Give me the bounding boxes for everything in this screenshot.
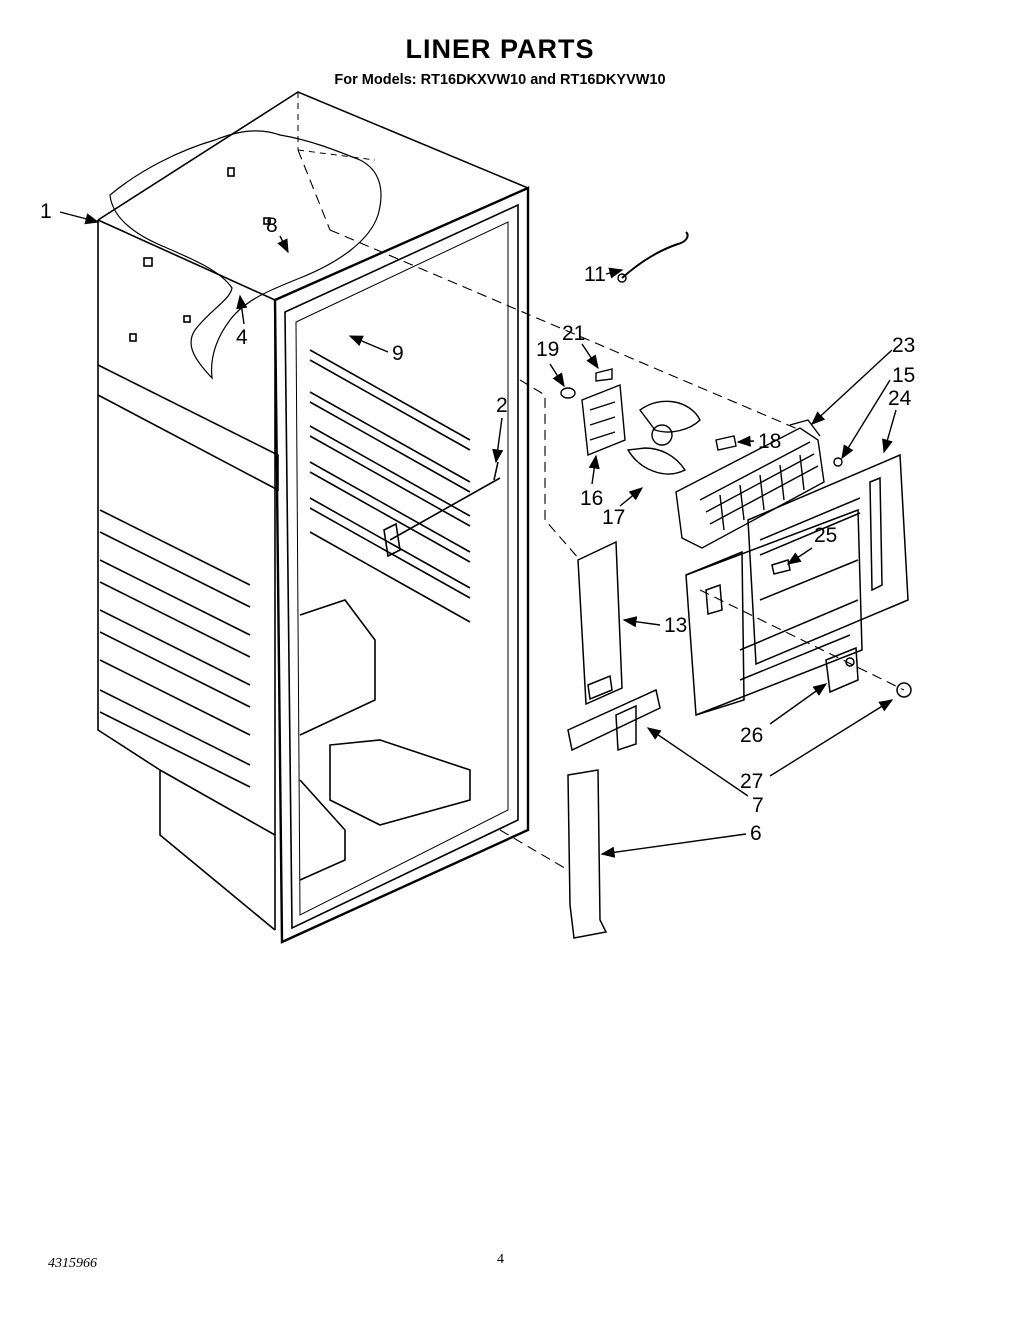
leader-arrow	[492, 417, 504, 464]
leader-arrow	[619, 487, 644, 507]
leader-arrow	[769, 683, 828, 725]
leader-arrow	[277, 235, 289, 254]
callout-label: 2	[496, 394, 508, 417]
callout-label: 15	[892, 364, 915, 387]
liner-cabinet	[97, 91, 530, 944]
leader-arrow	[622, 616, 661, 628]
wire-harness	[621, 231, 689, 279]
assembly-lines	[297, 149, 905, 871]
callout-label: 13	[664, 614, 687, 637]
callout-label: 25	[814, 524, 837, 547]
evaporator-grille	[675, 419, 843, 549]
callout-label: 6	[750, 822, 762, 845]
leader-arrow	[236, 294, 248, 325]
leader-arrow	[600, 833, 747, 858]
leader-arrow	[882, 409, 897, 454]
document-code: 4315966	[48, 1256, 97, 1271]
callout-label: 4	[236, 326, 248, 349]
evaporator-cover	[685, 453, 912, 716]
callout-label: 26	[740, 724, 763, 747]
callout-label: 1	[40, 200, 52, 223]
leader-arrow	[786, 547, 813, 565]
leader-arrow	[736, 435, 755, 447]
callout-label: 19	[536, 338, 559, 361]
callout-label: 18	[758, 430, 781, 453]
leader-arrow	[588, 454, 600, 485]
callout-label: 24	[888, 387, 912, 410]
sensor-rod	[383, 461, 501, 558]
leader-arrow	[59, 211, 100, 225]
leader-arrow	[841, 379, 891, 460]
callouts: 1 8 4 9 2 11 21 19 23 15 24 18 16 17 25 …	[40, 200, 915, 858]
page-title: LINER PARTS	[405, 34, 595, 64]
air-ducts	[567, 540, 661, 939]
leader-arrow	[348, 335, 389, 353]
callout-label: 17	[602, 506, 625, 529]
callout-label: 7	[752, 794, 764, 817]
fan-assembly	[560, 368, 737, 475]
leader-arrow	[646, 727, 749, 797]
leader-arrow	[605, 267, 624, 279]
leader-arrow	[769, 699, 894, 777]
callout-label: 16	[580, 487, 603, 510]
callout-label: 23	[892, 334, 915, 357]
callout-label: 8	[266, 214, 278, 237]
callout-label: 21	[562, 322, 585, 345]
leader-arrow	[549, 363, 565, 388]
callout-label: 27	[740, 770, 763, 793]
callout-label: 11	[584, 263, 606, 286]
leader-arrow	[581, 343, 599, 370]
page-number: 4	[497, 1252, 504, 1267]
callout-label: 9	[392, 342, 404, 365]
model-subtitle: For Models: RT16DKXVW10 and RT16DKYVW10	[334, 72, 666, 88]
leader-arrow	[810, 349, 893, 425]
